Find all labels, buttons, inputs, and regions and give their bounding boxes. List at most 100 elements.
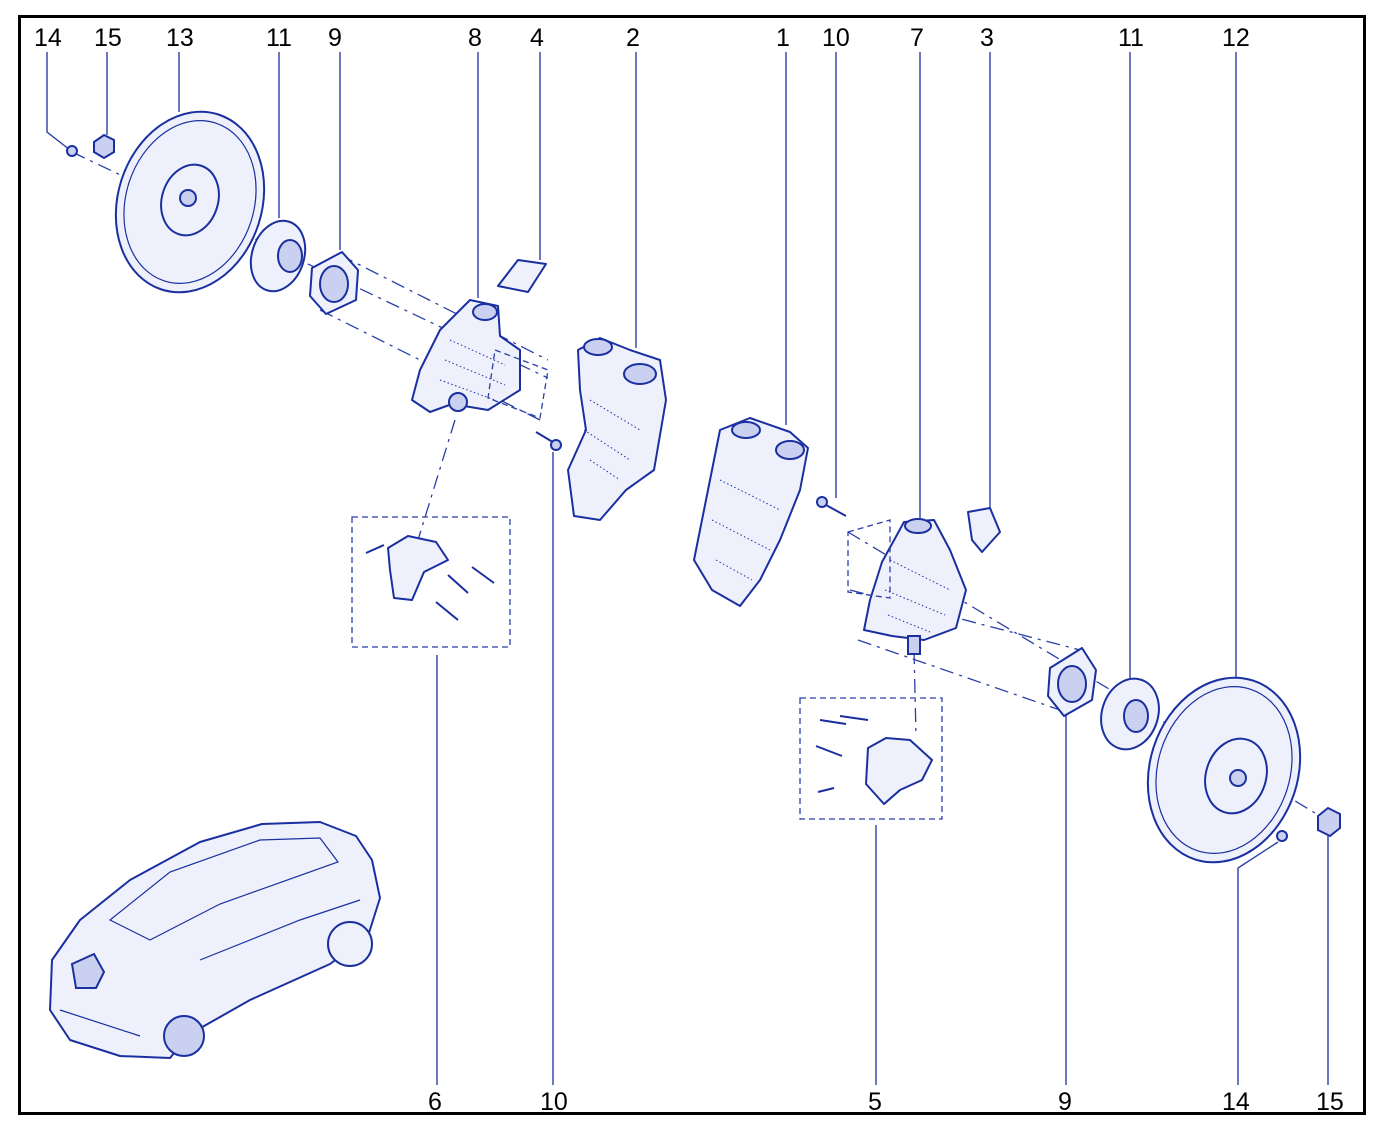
steering-knuckle-left [411,299,549,419]
vehicle-locator-body [49,821,381,1059]
steering-knuckle-right-body [863,519,967,641]
mud-shield-left [497,259,547,293]
repair-kit-left-bolt-4 [435,601,459,621]
steering-knuckle-left-shading [439,339,506,401]
callout-5: 5 [868,1088,882,1116]
steering-knuckle-2-bore-mid [623,363,657,385]
steering-knuckle-2-shading [583,399,641,481]
steering-knuckle-left-strut-bore [472,303,498,321]
bearing-left-race [319,265,349,303]
steering-knuckle-1-bore-top [731,421,761,439]
repair-kit-right-bolt-4 [817,787,835,793]
callout-9-bottom: 9 [1058,1088,1072,1116]
screw-left [66,145,78,157]
steering-knuckle-1-body [693,417,809,607]
callout-10-bottom: 10 [540,1088,568,1116]
callout-7: 7 [910,24,924,52]
screw-right-head [1276,830,1288,842]
mud-shield-right-body [967,507,1001,553]
steering-knuckle-right-shading [884,559,951,633]
mud-shield-left-body [497,259,547,293]
repair-kit-left-bolt-1 [365,544,385,554]
axis-left-balljoint [417,419,456,541]
hub-nut-right [1317,806,1341,838]
brake-disc-left-rim [123,120,257,284]
repair-kit-left-bolt-3 [471,566,495,584]
repair-kit-left-balljoint [387,535,449,601]
steering-knuckle-left-ball-joint [448,392,468,412]
callout-9-top: 9 [328,24,342,52]
steering-knuckle-2-body [567,337,667,521]
callout-3: 3 [980,24,994,52]
bearing-right [1047,647,1097,717]
callout-2: 2 [626,24,640,52]
bolt-right-head [816,496,828,508]
bolt-left-head [550,439,562,451]
hub-right [1100,677,1160,751]
steering-knuckle-right-ball-joint [907,635,921,655]
callout-13: 13 [166,24,194,52]
steering-knuckle-2 [567,337,667,521]
hub-left [249,219,307,293]
callout-10-top: 10 [822,24,850,52]
vehicle-locator-front-left-highlight [70,952,106,989]
callout-15-bottom: 15 [1316,1088,1344,1116]
repair-kit-right-bolt-1 [819,719,847,725]
steering-knuckle-2-bore-top [583,338,613,356]
brake-disc-right-center [1229,769,1247,787]
steering-knuckle-right [847,518,967,655]
axis-right-bearing-bottom [857,639,1061,711]
vehicle-locator-windshield [108,837,339,941]
bearing-left [309,251,359,315]
leader-lines [46,52,1329,1085]
mud-shield-right [967,507,1001,553]
repair-kit-left-bolt-2 [447,574,469,594]
hub-right-spigot [1123,699,1149,733]
callout-4: 4 [530,24,544,52]
steering-knuckle-right-strut-bore [904,518,932,534]
brake-disc-left-center [179,189,197,207]
callout-15-top: 15 [94,24,122,52]
repair-kit-right-balljoint [865,737,933,805]
brake-disc-right-rim [1155,686,1293,854]
vehicle-locator-bumper [59,1009,141,1037]
callout-1: 1 [776,24,790,52]
vehicle-locator [49,821,381,1059]
callout-14-top: 14 [34,24,62,52]
brake-disc-left [114,110,266,294]
axis-left-bearing-top [339,254,549,361]
steering-knuckle-1-shading [711,479,781,581]
screw-right [1276,830,1288,842]
bearing-right-race [1057,665,1087,703]
steering-knuckle-left-bearing-seat [487,349,549,419]
callout-labels-top: 14 15 13 11 9 8 4 2 1 10 7 3 11 12 [34,24,1250,52]
repair-kit-left [351,516,511,648]
hub-left-spigot [277,239,303,273]
repair-kit-right-bolt-2 [839,715,869,721]
steering-knuckle-left-body [411,299,521,413]
vehicle-locator-rear-wheel [327,921,373,967]
leader-14-bottom [1237,841,1279,1085]
callout-11-left: 11 [266,24,292,52]
repair-kit-left-box [351,516,511,648]
vehicle-locator-beltline [199,899,361,961]
callout-12: 12 [1222,24,1250,52]
repair-kit-right-bolt-3 [815,745,843,757]
hub-nut-right-body [1317,806,1341,838]
bolt-right-shank [825,504,847,517]
callout-8: 8 [468,24,482,52]
bolt-right [816,496,847,517]
callout-6: 6 [428,1088,442,1116]
screw-left-head [66,145,78,157]
bolt-left [535,431,562,451]
steering-knuckle-right-bearing-seat [847,519,891,599]
callout-11-right: 11 [1118,24,1144,52]
hub-nut-left-body [93,133,115,160]
steering-knuckle-1 [693,417,809,607]
leader-14-top [46,52,71,151]
callout-labels-bottom: 6 10 5 9 14 15 [428,1088,1344,1116]
callout-14-bottom: 14 [1222,1088,1250,1116]
repair-kit-right [799,697,943,820]
brake-disc-right [1146,676,1302,864]
